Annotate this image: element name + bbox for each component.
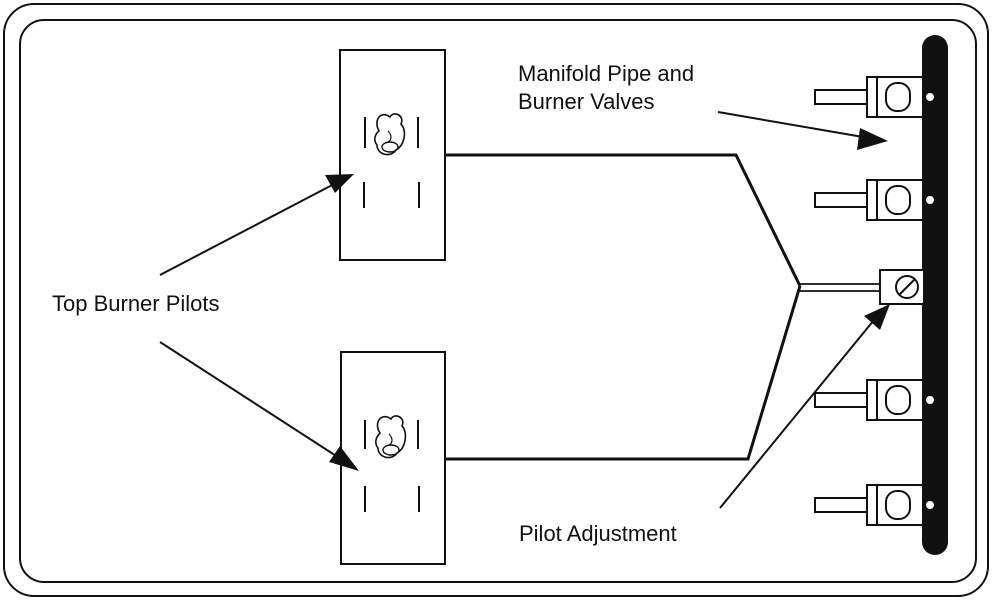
label-manifold-pipe: Manifold Pipe and Burner Valves: [518, 60, 694, 116]
pilot-box-upper: [339, 49, 446, 261]
inner-frame: [19, 19, 977, 583]
label-pilot-adjustment: Pilot Adjustment: [519, 521, 677, 546]
pilot-flame-icon: [375, 415, 407, 459]
label-top-burner-pilots: Top Burner Pilots: [52, 291, 220, 316]
pilot-tube-lower: [445, 285, 802, 461]
burner-valve: [814, 379, 934, 421]
label-manifold-line2: Burner Valves: [518, 89, 655, 114]
pilot-tube-upper: [445, 153, 802, 287]
manifold-pipe: [922, 35, 948, 555]
arrow-to-manifold: [717, 111, 888, 150]
pilot-adjustment-screw: [879, 269, 925, 305]
arrow-to-lower-pilot: [159, 341, 359, 471]
burner-valve: [814, 179, 934, 221]
burner-valve: [814, 76, 934, 118]
label-manifold-line1: Manifold Pipe and: [518, 61, 695, 86]
outer-frame: [3, 3, 989, 597]
pilot-supply-line: [800, 283, 880, 292]
arrow-to-upper-pilot: [159, 174, 354, 276]
arrow-to-pilot-adjustment: [719, 304, 890, 509]
pilot-flame-icon: [374, 113, 406, 156]
pilot-box-lower: [340, 351, 446, 565]
burner-valve: [814, 484, 934, 526]
